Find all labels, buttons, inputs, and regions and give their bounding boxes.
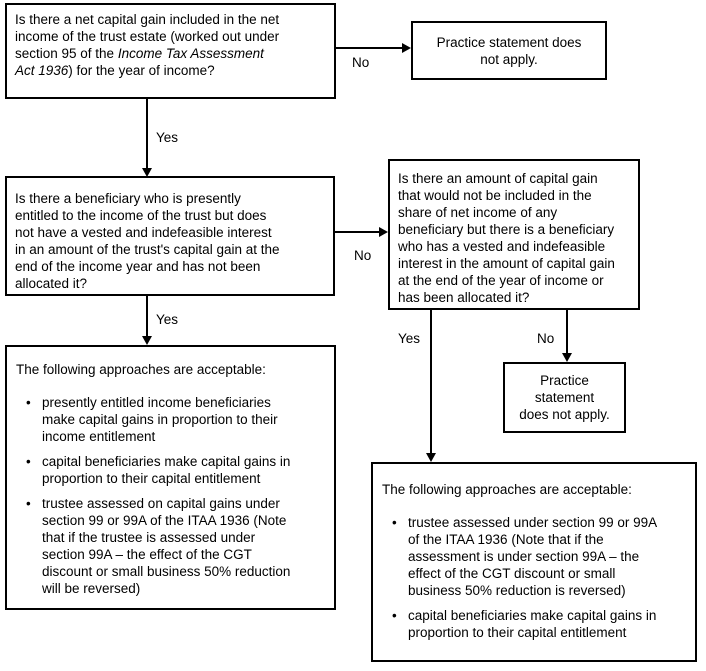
practice-not-apply-box-top: Practice statement does not apply. xyxy=(411,21,607,80)
list-item: • capital beneficiaries make capital gai… xyxy=(392,608,657,640)
list-item: • trustee assessed on capital gains unde… xyxy=(26,496,291,596)
bullet-icon: • xyxy=(392,515,397,530)
question-3-text: Is there an amount of capital gain that … xyxy=(398,171,615,305)
question-1-text: Is there a net capital gain included in … xyxy=(15,12,280,78)
approaches-left-title: The following approaches are acceptable: xyxy=(16,362,266,377)
practice-not-apply-box-small: Practice statement does not apply. xyxy=(503,362,626,433)
arrow-down-icon xyxy=(562,353,572,362)
practice-top-text: Practice statement does not apply. xyxy=(436,34,582,67)
arrow-down-icon xyxy=(142,336,152,345)
bullet-icon: • xyxy=(26,454,31,469)
label-no-q2: No xyxy=(354,247,372,264)
connector-q2-yes xyxy=(146,296,148,337)
list-item: • trustee assessed under section 99 or 9… xyxy=(392,515,658,598)
practice-small-text: Practice statement does not apply. xyxy=(519,373,610,422)
arrow-right-icon xyxy=(402,43,411,53)
question-box-capital-gain-vested-interest: Is there an amount of capital gain that … xyxy=(388,159,640,310)
label-yes-q1: Yes xyxy=(156,129,179,146)
bullet-icon: • xyxy=(26,395,31,410)
label-no-q1: No xyxy=(352,54,370,71)
connector-q3-yes xyxy=(430,310,432,454)
italic-act-title: Income Tax Assessment Act 1936 xyxy=(15,46,264,78)
list-item: • capital beneficiaries make capital gai… xyxy=(26,454,291,486)
bullet-icon: • xyxy=(392,608,397,623)
connector-q1-yes xyxy=(146,99,148,169)
arrow-right-icon xyxy=(379,227,388,237)
label-no-q3: No xyxy=(537,330,555,347)
label-yes-q3: Yes xyxy=(398,330,421,347)
connector-q1-no xyxy=(336,47,402,49)
bullet-icon: • xyxy=(26,496,31,511)
label-yes-q2: Yes xyxy=(156,311,179,328)
arrow-down-icon xyxy=(142,168,152,177)
connector-q3-no xyxy=(566,310,568,354)
question-box-net-capital-gain: Is there a net capital gain included in … xyxy=(5,3,336,99)
question-box-beneficiary-presently-entitled: Is there a beneficiary who is presently … xyxy=(5,176,335,296)
arrow-down-icon xyxy=(426,453,436,462)
connector-q2-no xyxy=(335,231,380,233)
approaches-box-left: The following approaches are acceptable:… xyxy=(5,345,336,610)
approaches-box-right: The following approaches are acceptable:… xyxy=(371,462,697,662)
list-item: • presently entitled income beneficiarie… xyxy=(26,395,278,444)
approaches-right-title: The following approaches are acceptable: xyxy=(382,482,632,497)
question-2-text: Is there a beneficiary who is presently … xyxy=(15,191,280,291)
